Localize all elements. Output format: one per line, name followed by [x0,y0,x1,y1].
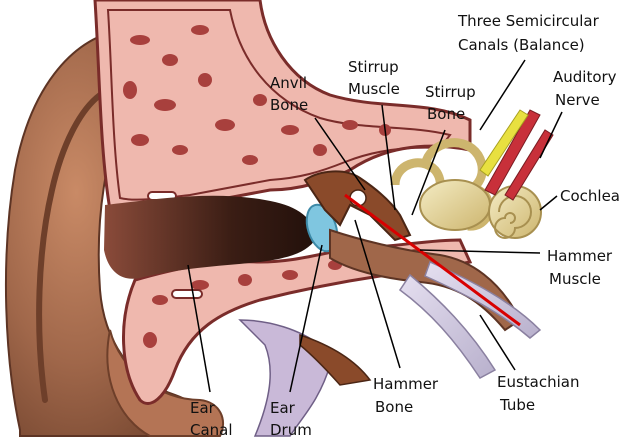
label-ear-canal-1: Ear [190,399,216,417]
label-hammer-bone-2: Bone [375,398,413,416]
label-stirrup-muscle-1: Stirrup [348,58,399,76]
label-ear-canal-2: Canal [190,421,233,438]
label-ear-drum-2: Drum [270,421,312,438]
label-anvil-2: Bone [270,96,308,114]
label-semicircular-1: Three Semicircular [457,12,600,30]
label-semicircular-2: Canals (Balance) [458,36,585,54]
label-anvil-1: Anvil [270,74,307,92]
label-ear-drum-1: Ear [270,399,296,417]
label-stirrup-muscle-2: Muscle [348,80,400,98]
label-cochlea: Cochlea [560,187,620,205]
label-eustachian-2: Tube [499,396,535,414]
label-hammer-muscle-2: Muscle [549,270,601,288]
label-stirrup-bone-1: Stirrup [425,83,476,101]
label-auditory-1: Auditory [553,68,617,86]
label-hammer-bone-1: Hammer [373,375,439,393]
label-eustachian-1: Eustachian [497,373,580,391]
label-auditory-2: Nerve [555,91,600,109]
canal-slit-lower [172,290,202,298]
label-hammer-muscle-1: Hammer [547,247,613,265]
jaw-process [240,320,330,436]
label-stirrup-bone-2: Bone [427,105,465,123]
